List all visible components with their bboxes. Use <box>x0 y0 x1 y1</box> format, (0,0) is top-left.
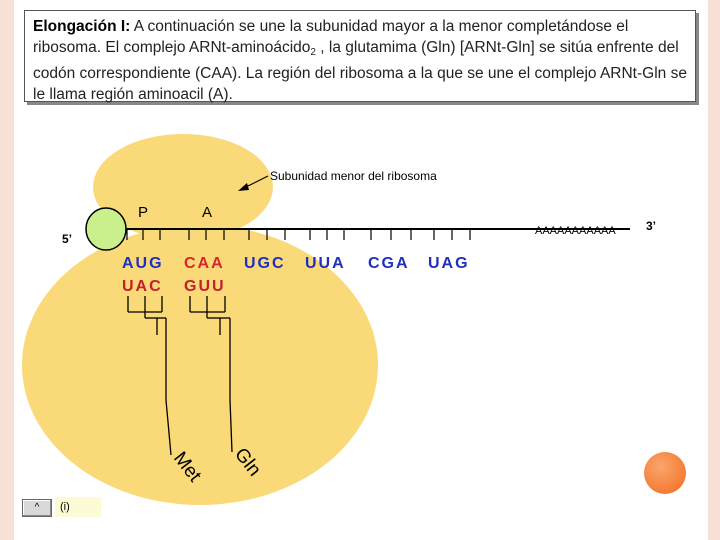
subunit-pointer-arrowhead <box>238 183 249 191</box>
right-decor-stripe <box>708 0 720 540</box>
explanation-title: Elongación I: <box>33 18 131 35</box>
trna-anticodon-1: UAC <box>122 278 163 295</box>
mrna-3-end-label: 3’ <box>646 219 656 233</box>
mrna-codon-5: CGA <box>368 255 410 272</box>
mrna-codon-3: UGC <box>244 255 286 272</box>
small-subunit-label: Subunidad menor del ribosoma <box>270 169 437 183</box>
explanation-textbox: Elongación I: A continuación se une la s… <box>24 10 696 103</box>
mrna-5-end-label: 5’ <box>62 232 72 246</box>
trna-met-structure <box>127 296 172 456</box>
left-decor-stripe <box>0 0 14 540</box>
site-p-label: P <box>138 204 148 221</box>
poly-a-tail: AAAAAAAAAAA <box>535 225 616 237</box>
mrna-codon-2: CAA <box>184 255 225 272</box>
explanation-body-2: , la glutamima (Gln) [ARNt-Gln] se sitúa… <box>33 39 687 103</box>
mrna-codon-6: UAG <box>428 255 470 272</box>
explanation-body-1: A continuación se une la subunidad mayor… <box>33 18 629 56</box>
slide-label: (i) <box>55 497 101 517</box>
mrna-codon-1: AUG <box>122 255 164 272</box>
up-nav-button[interactable]: ^ <box>22 499 52 517</box>
large-subunit <box>22 225 378 505</box>
mrna-ticks <box>126 229 471 240</box>
mrna-codon-4: UUA <box>305 255 346 272</box>
mrna-5-cap <box>85 207 127 251</box>
decorative-circle <box>644 452 686 494</box>
site-a-label: A <box>202 204 212 221</box>
small-subunit <box>93 134 273 240</box>
trna-anticodon-2: GUU <box>184 278 226 295</box>
subunit-pointer-line <box>243 175 269 189</box>
trna-gln-structure <box>189 296 233 453</box>
explanation-subscript: 2 <box>310 47 316 58</box>
